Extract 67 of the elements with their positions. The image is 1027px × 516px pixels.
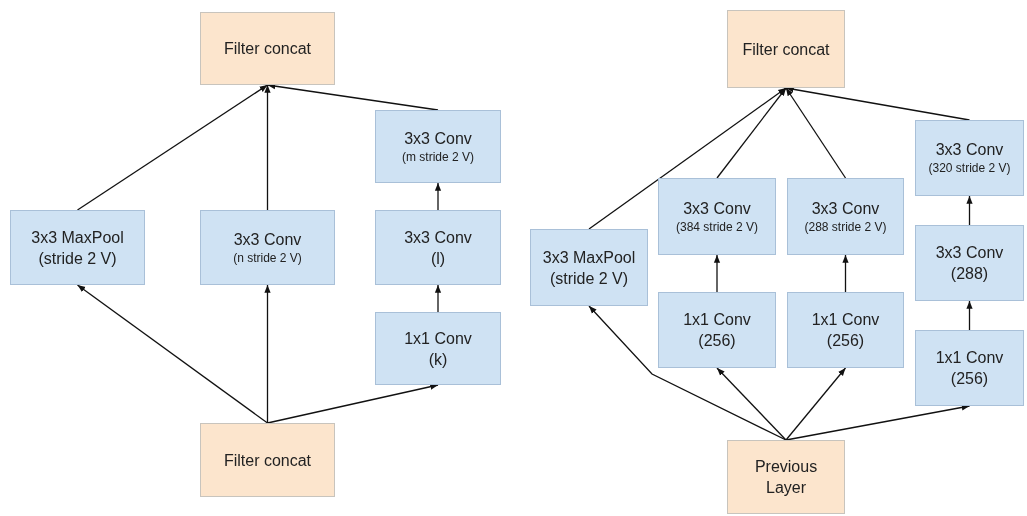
layer-name: 3x3 Conv <box>404 128 472 149</box>
layer-params: (320 stride 2 V) <box>928 160 1011 177</box>
arrow <box>264 284 271 424</box>
arrow <box>716 87 787 179</box>
layer-params: (384 stride 2 V) <box>675 218 758 236</box>
layer-params: (288) <box>950 264 989 284</box>
arrow <box>966 195 973 226</box>
arrow <box>76 84 269 211</box>
layer-params: (m stride 2 V) <box>402 148 474 166</box>
layer-name: 1x1 Conv <box>935 348 1004 368</box>
layer-box <box>658 292 776 368</box>
layer-box <box>200 210 335 285</box>
layer-box <box>375 312 501 385</box>
arrow <box>76 284 269 424</box>
layer-params: (k) <box>428 349 448 370</box>
layer-box <box>915 330 1024 406</box>
arrow <box>588 305 787 441</box>
layer-params: (256) <box>950 369 989 389</box>
arrow <box>266 383 439 424</box>
arrow <box>842 254 849 293</box>
layer-name: 3x3 Conv <box>811 198 880 219</box>
arrow <box>785 87 847 179</box>
arrow <box>966 300 973 331</box>
layer-name: Filter concat <box>223 450 312 471</box>
layer-box <box>375 110 501 183</box>
arrow <box>713 254 721 293</box>
arrow <box>264 84 271 211</box>
layer-name: 3x3 Conv <box>935 243 1004 263</box>
layer-params: (256) <box>698 331 736 351</box>
arrow <box>434 284 442 313</box>
layer-box <box>10 210 145 285</box>
layer-name: 3x3 Conv <box>683 198 751 219</box>
layer-box <box>727 10 845 88</box>
arrow <box>588 87 787 230</box>
layer-params: (stride 2 V) <box>38 248 117 269</box>
layer-params: (n stride 2 V) <box>233 249 302 267</box>
layer-box <box>915 225 1024 301</box>
layer-params: (l) <box>430 248 446 269</box>
layer-params: (stride 2 V) <box>549 268 629 289</box>
arrow <box>266 83 439 111</box>
layer-name: Filter concat <box>223 39 312 59</box>
arrow <box>785 367 847 441</box>
layer-box <box>200 423 335 497</box>
arrow <box>716 367 787 441</box>
arrow <box>434 182 442 211</box>
layer-params: (288 stride 2 V) <box>804 218 887 236</box>
layer-name: 3x3 Conv <box>233 229 302 250</box>
layer-box <box>787 292 904 368</box>
layer-name: 3x3 Conv <box>404 227 472 248</box>
layer-name: 3x3 MaxPool <box>542 247 636 268</box>
layer-box <box>658 178 776 255</box>
layer-name: 3x3 MaxPool <box>31 227 124 248</box>
layer-name: 3x3 Conv <box>935 140 1004 160</box>
layer-box <box>727 440 845 514</box>
layer-name: 1x1 Conv <box>811 310 880 330</box>
arrow <box>785 404 971 441</box>
layer-box <box>375 210 501 285</box>
layer-name: 1x1 Conv <box>404 328 472 349</box>
layer-name: 1x1 Conv <box>683 310 751 330</box>
layer-params: (256) <box>826 331 865 351</box>
arrow <box>785 86 971 121</box>
layer-name: Previous Layer <box>753 457 819 498</box>
layer-name: Filter concat <box>742 39 830 60</box>
layer-box <box>787 178 904 255</box>
layer-box <box>915 120 1024 196</box>
layer-box <box>530 229 648 306</box>
layer-box <box>200 12 335 85</box>
